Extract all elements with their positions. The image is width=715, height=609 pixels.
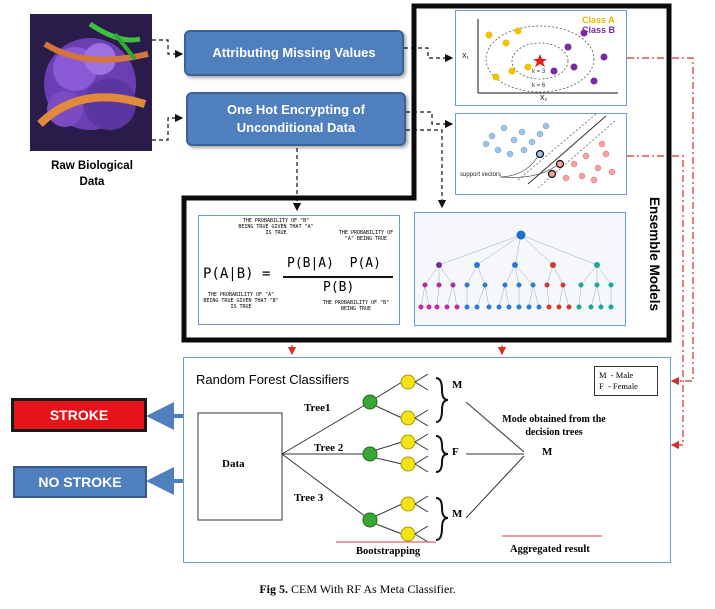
rf-aggregated-label: Aggregated result <box>510 544 590 555</box>
bayes-note-bottom-left: THE PROBABILITY OF "A" BEING TRUE GIVEN … <box>203 292 279 310</box>
stroke-output: STROKE <box>11 398 147 432</box>
arrow-raw-to-onehot <box>152 113 184 141</box>
ensemble-models-label: Ensemble Models <box>647 196 662 312</box>
svm-support-vectors-label: support vectors <box>460 172 502 178</box>
knn-x1: X₁ <box>462 53 470 60</box>
rf-tree1-label: Tree1 <box>304 402 331 414</box>
rf-title: Random Forest Classifiers <box>196 372 350 387</box>
arrow-attributing-to-knn <box>404 47 454 63</box>
bayes-panel: THE PROBABILITY OF "B" BEING TRUE GIVEN … <box>198 215 400 325</box>
protein-structure-image <box>30 14 152 151</box>
arrow-svm-to-rf <box>627 155 684 450</box>
decision-tree-plot <box>418 230 614 310</box>
knn-class-a: Class A <box>582 15 615 25</box>
knn-k3: k = 3 <box>532 69 546 75</box>
bayes-formula-lhs: P(A|B) = <box>203 266 271 282</box>
bayes-fraction-bar <box>283 276 393 278</box>
rf-diagram <box>197 373 602 543</box>
rf-tree1-output: M <box>452 379 463 391</box>
bayes-denominator: P(B) <box>323 280 355 295</box>
bayes-numerator: P(B|A) P(A) <box>287 256 381 271</box>
raw-data-label: Raw Biological Data <box>51 160 133 189</box>
arrow-knn-to-rf <box>627 57 694 386</box>
svm-plot <box>482 113 617 189</box>
no-stroke-output: NO STROKE <box>13 466 147 498</box>
knn-plot <box>477 19 618 94</box>
knn-x2: X₂ <box>540 95 548 102</box>
caption-text: CEM With RF As Meta Classifier. <box>288 582 456 596</box>
attributing-missing-values-box: Attributing Missing Values <box>184 30 404 76</box>
one-hot-encoding-box: One Hot Encrypting of Unconditional Data <box>186 92 406 146</box>
figure-caption: Fig 5. CEM With RF As Meta Classifier. <box>0 582 715 597</box>
svm-panel: support vectors <box>455 113 627 195</box>
rf-legend-female: F - Female <box>599 381 638 392</box>
rf-bootstrapping-label: Bootstrapping <box>356 546 421 557</box>
rf-tree3-output: M <box>452 508 463 520</box>
rf-legend: M - Male F - Female <box>594 366 658 396</box>
knn-k6: k = 6 <box>532 83 546 89</box>
bayes-note-top-left: THE PROBABILITY OF "B" BEING TRUE GIVEN … <box>238 218 314 236</box>
rf-tree2-label: Tree 2 <box>314 442 344 454</box>
rf-tree2-output: F <box>452 446 459 458</box>
knn-panel: Class A Class B k = 3 k = 6 X₁ X₂ <box>455 10 627 106</box>
bayes-note-top-right: THE PROBABILITY OF "A" BEING TRUE <box>338 230 394 242</box>
decision-tree-panel <box>414 212 626 326</box>
knn-class-b: Class B <box>582 25 616 35</box>
rf-mode-text: Mode obtained from the decision trees <box>502 414 606 438</box>
rf-final-output: M <box>542 446 553 458</box>
rf-legend-male: M - Male <box>599 370 634 380</box>
arrow-onehot-to-svm <box>406 111 454 129</box>
caption-label: Fig 5. <box>259 582 289 596</box>
arrow-onehot-to-tree <box>406 129 447 209</box>
bayes-note-bottom-right: THE PROBABILITY OF "B" BEING TRUE <box>322 300 390 312</box>
rf-tree3-label: Tree 3 <box>294 492 324 504</box>
random-forest-panel: Random Forest Classifiers M - Male F - F… <box>183 357 671 563</box>
rf-data-label: Data <box>222 458 245 470</box>
arrow-raw-to-attributing <box>152 39 184 59</box>
